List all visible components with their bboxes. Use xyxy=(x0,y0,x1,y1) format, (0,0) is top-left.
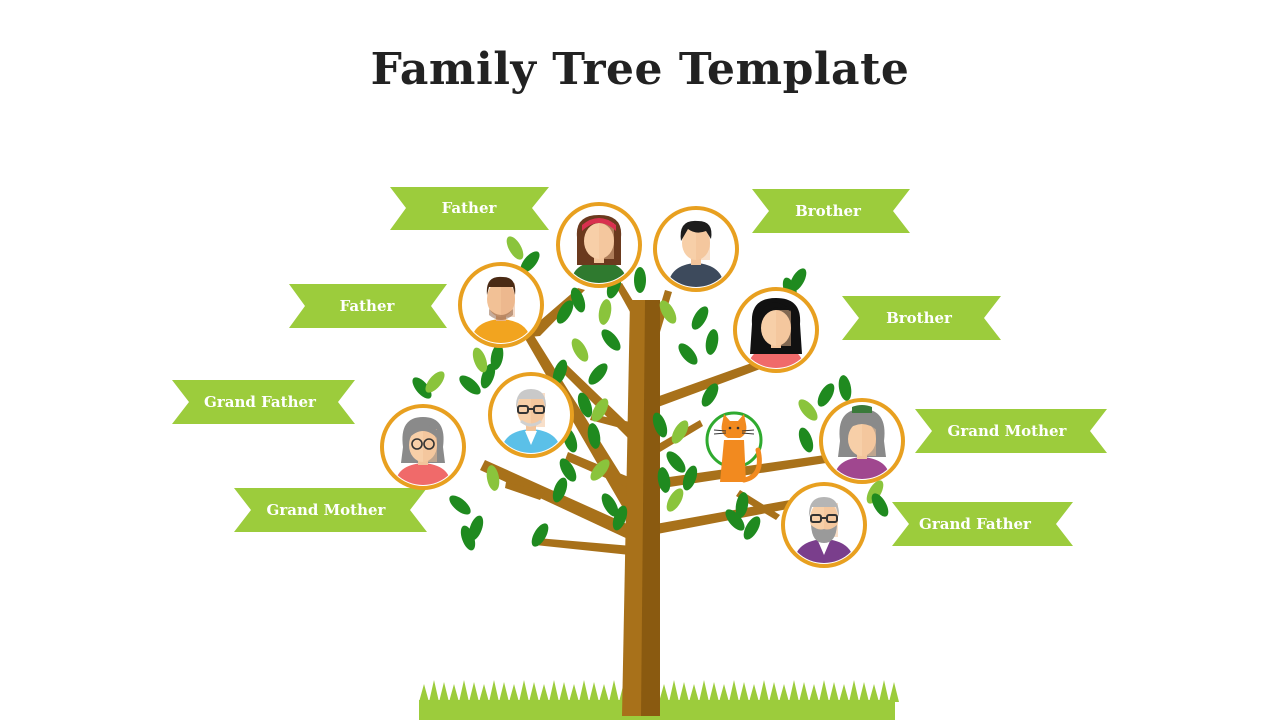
leaf xyxy=(701,383,719,407)
leaf xyxy=(587,423,601,449)
leaf xyxy=(598,299,612,325)
grandfather-avatar-icon xyxy=(488,372,574,458)
leaf xyxy=(601,329,621,351)
ribbon-grandmother-right: Grand Mother xyxy=(915,409,1107,453)
leaf xyxy=(490,344,504,370)
cat-icon xyxy=(705,411,763,483)
label-father-mid: Father xyxy=(340,297,396,315)
leaf xyxy=(678,343,698,365)
leaf xyxy=(634,267,646,293)
label-grandmother-right: Grand Mother xyxy=(948,422,1068,440)
leaf xyxy=(506,236,524,260)
leaf xyxy=(705,329,719,355)
leaf xyxy=(789,268,807,292)
leaf xyxy=(531,523,549,547)
ribbon-grandfather-right: Grand Father xyxy=(892,502,1073,546)
leaf xyxy=(657,467,671,493)
leaf xyxy=(652,412,668,438)
label-brother-top: Brother xyxy=(795,202,862,220)
leaf xyxy=(691,306,709,330)
ribbon-grandmother-left: Grand Mother xyxy=(234,488,427,532)
leaf xyxy=(552,477,568,503)
leaf xyxy=(798,399,818,421)
label-grandmother-left: Grand Mother xyxy=(267,501,387,519)
leaf xyxy=(588,363,608,385)
mother-avatar-icon xyxy=(733,287,819,373)
leaf xyxy=(735,492,749,518)
leaf xyxy=(552,359,568,385)
leaf xyxy=(472,347,488,373)
leaf xyxy=(449,495,471,515)
leaf xyxy=(671,420,689,444)
ribbon-grandfather-left: Grand Father xyxy=(172,380,355,424)
leaf xyxy=(591,398,609,422)
leaf xyxy=(577,392,593,418)
ribbon-father-mid: Father xyxy=(289,284,447,328)
tree-trunk xyxy=(622,300,660,716)
leaf xyxy=(659,300,677,324)
leaf xyxy=(556,300,574,324)
leaf xyxy=(612,505,628,531)
boy-avatar-icon xyxy=(653,206,739,292)
ribbon-brother-mid: Brother xyxy=(842,296,1001,340)
leaf xyxy=(459,375,481,395)
page-title: Family Tree Template xyxy=(370,44,910,95)
ribbon-brother-top: Brother xyxy=(752,189,910,233)
leaf xyxy=(871,493,889,517)
leaf xyxy=(520,251,540,273)
leaf xyxy=(570,287,586,313)
tree-leaves xyxy=(412,236,889,551)
label-grandfather-right: Grand Father xyxy=(919,515,1032,533)
leaf xyxy=(601,493,619,517)
girl-avatar-icon xyxy=(556,202,642,288)
grandfather-avatar-icon xyxy=(781,482,867,568)
leaf xyxy=(798,427,814,453)
leaf xyxy=(412,377,432,399)
leaf xyxy=(682,465,698,491)
ribbon-father-top: Father xyxy=(390,187,549,230)
leaf xyxy=(817,383,835,407)
leaf xyxy=(743,516,761,540)
leaf xyxy=(590,459,610,481)
leaf xyxy=(666,451,686,473)
leaf xyxy=(559,458,577,482)
father-avatar-icon xyxy=(458,262,544,348)
label-grandfather-left: Grand Father xyxy=(204,393,317,411)
label-brother-mid: Brother xyxy=(886,309,953,327)
leaf xyxy=(460,525,476,551)
grandmother-avatar-icon xyxy=(380,404,466,490)
leaf xyxy=(666,488,684,512)
leaf xyxy=(486,465,500,491)
leaf xyxy=(866,480,884,504)
leaf xyxy=(571,338,589,362)
leaf xyxy=(838,375,852,401)
label-father-top: Father xyxy=(442,199,498,217)
leaf xyxy=(725,509,745,531)
grandmother-avatar-icon xyxy=(819,398,905,484)
leaf xyxy=(425,371,445,393)
